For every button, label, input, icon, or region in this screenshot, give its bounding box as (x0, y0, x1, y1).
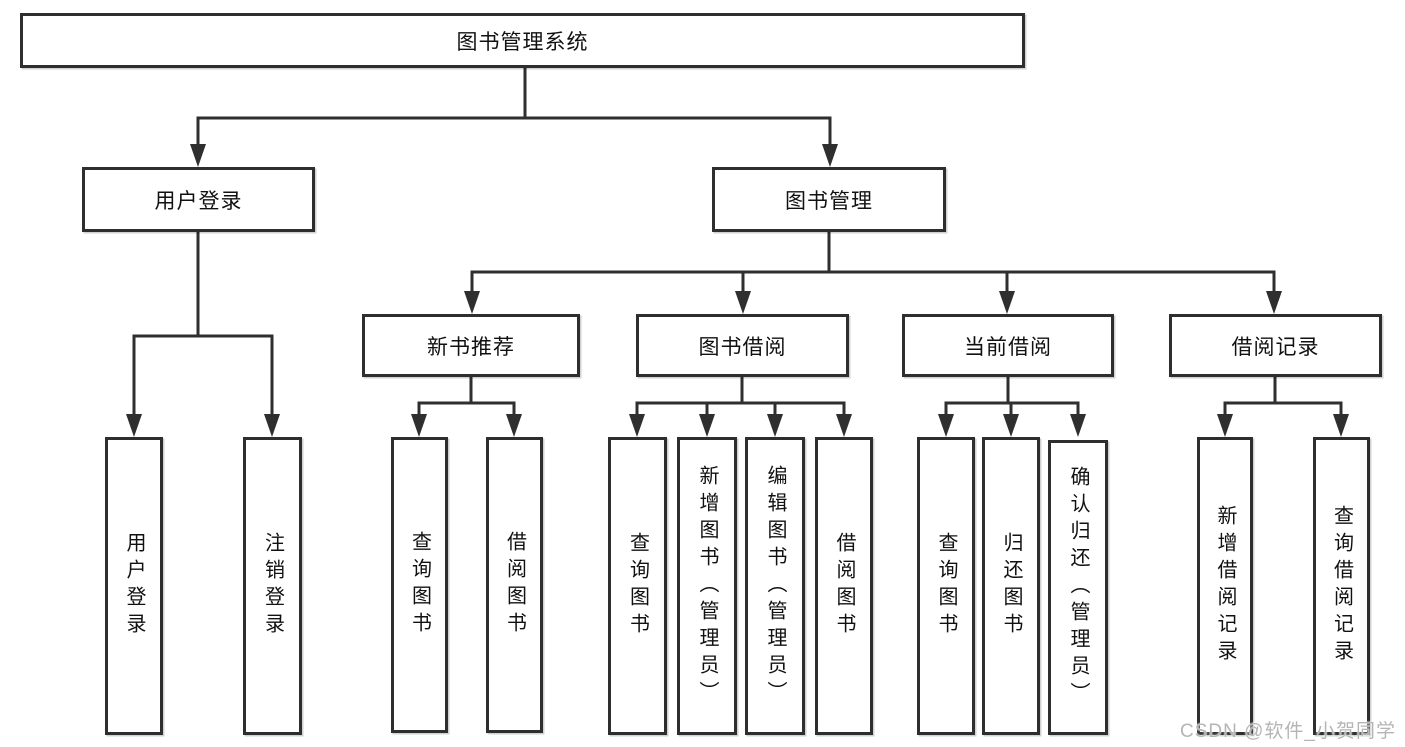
leaf-return-books: 归还图书 (982, 437, 1040, 735)
leaf-recommend-borrow-books-label: 借阅图书 (503, 531, 526, 639)
leaf-add-borrow-record-label: 新增借阅记录 (1214, 505, 1236, 667)
leaf-add-borrow-record: 新增借阅记录 (1197, 437, 1253, 735)
node-book-management: 图书管理 (712, 167, 946, 232)
node-new-book-recommend: 新书推荐 (362, 314, 580, 377)
leaf-confirm-return-admin: 确认归还（管理员） (1048, 440, 1108, 735)
node-user-login: 用户登录 (82, 167, 315, 232)
leaf-logout: 注销登录 (243, 437, 302, 735)
leaf-logout-label: 注销登录 (261, 532, 284, 640)
node-root-label: 图书管理系统 (456, 30, 589, 54)
leaf-recommend-query-books: 查询图书 (391, 437, 448, 733)
arrowheads (126, 144, 1349, 437)
leaf-return-books-label: 归还图书 (1000, 532, 1022, 640)
leaf-query-borrow-record-label: 查询借阅记录 (1330, 505, 1353, 667)
node-user-login-label: 用户登录 (154, 189, 243, 213)
leaf-borrow-books: 借阅图书 (815, 437, 873, 735)
leaf-recommend-borrow-books: 借阅图书 (486, 437, 543, 733)
leaf-add-book-admin-label: 新增图书（管理员） (696, 464, 718, 708)
node-current-borrow: 当前借阅 (902, 314, 1114, 377)
watermark: CSDN @软件_小贺同学 (1180, 721, 1396, 742)
node-borrow-records: 借阅记录 (1169, 314, 1382, 377)
leaf-edit-book-admin: 编辑图书（管理员） (745, 437, 805, 735)
leaf-user-login: 用户登录 (105, 437, 163, 735)
node-borrow-records-label: 借阅记录 (1231, 335, 1320, 359)
leaf-recommend-query-books-label: 查询图书 (408, 531, 431, 639)
leaf-current-query-books-label: 查询图书 (935, 532, 957, 640)
leaf-borrow-query-books-label: 查询图书 (626, 532, 649, 640)
node-book-management-label: 图书管理 (785, 189, 873, 213)
node-current-borrow-label: 当前借阅 (964, 335, 1052, 359)
node-new-book-recommend-label: 新书推荐 (427, 335, 515, 359)
leaf-current-query-books: 查询图书 (917, 437, 975, 735)
leaf-user-login-label: 用户登录 (123, 532, 145, 640)
leaf-confirm-return-admin-label: 确认归还（管理员） (1067, 466, 1089, 709)
leaf-borrow-books-label: 借阅图书 (833, 532, 855, 640)
node-root: 图书管理系统 (20, 13, 1025, 68)
leaf-edit-book-admin-label: 编辑图书（管理员） (764, 464, 786, 708)
node-book-borrow: 图书借阅 (636, 314, 849, 377)
node-book-borrow-label: 图书借阅 (698, 335, 787, 359)
leaf-borrow-query-books: 查询图书 (608, 437, 667, 735)
leaf-add-book-admin: 新增图书（管理员） (677, 437, 737, 735)
leaf-query-borrow-record: 查询借阅记录 (1313, 437, 1370, 735)
